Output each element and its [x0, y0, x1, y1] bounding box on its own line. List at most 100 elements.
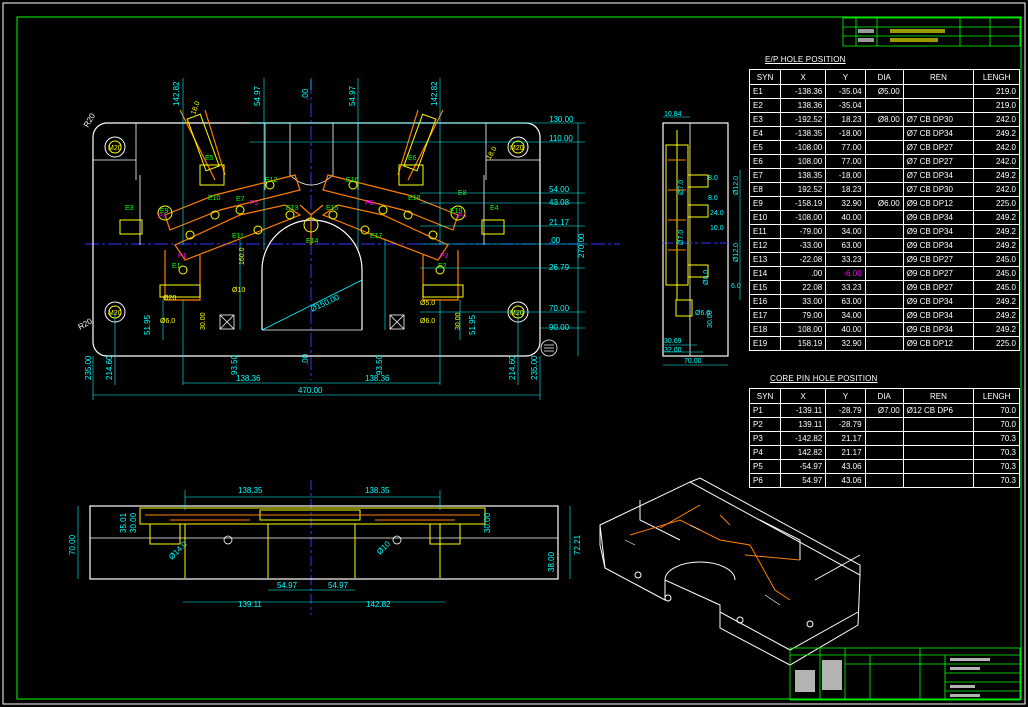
svg-text:214.60: 214.60: [105, 355, 114, 380]
svg-text:18.0: 18.0: [486, 146, 499, 161]
table-cell: E6: [748, 154, 782, 169]
svg-text:51.95: 51.95: [468, 314, 477, 335]
svg-text:Ø7.0: Ø7.0: [678, 180, 685, 195]
svg-text:Ø8.0: Ø8.0: [703, 270, 710, 285]
table-cell: [864, 280, 904, 295]
table-cell: 34.00: [825, 308, 866, 323]
ep-header-ren: REN: [902, 69, 975, 85]
table-cell: 70.3: [973, 473, 1020, 488]
svg-text:138.36: 138.36: [236, 374, 261, 383]
table-cell: [864, 294, 904, 309]
table-cell: Ø12 CB DP6: [902, 403, 975, 418]
table-cell: [864, 308, 904, 323]
svg-text:E5: E5: [205, 155, 214, 162]
table-cell: -192.52: [780, 112, 827, 127]
svg-text:10.84: 10.84: [664, 111, 682, 118]
table-cell: Ø8.00: [864, 112, 904, 127]
table-cell: -79.00: [780, 224, 827, 239]
table-cell: E10: [748, 210, 782, 225]
table-cell: -54.97: [780, 459, 827, 474]
table-cell: 63.00: [825, 294, 866, 309]
table-cell: Ø9 CB DP12: [902, 336, 975, 351]
svg-text:P1: P1: [178, 253, 187, 260]
svg-text:38.00: 38.00: [547, 551, 556, 572]
table-cell: 33.00: [780, 294, 827, 309]
isometric-view: [599, 477, 861, 666]
svg-text:30.00: 30.00: [483, 512, 492, 533]
table-cell: 249.2: [973, 168, 1020, 183]
table-cell: Ø7 CB DP30: [902, 112, 975, 127]
table-cell: 242.0: [973, 112, 1020, 127]
svg-text:160.0: 160.0: [239, 247, 246, 265]
table-cell: 138.35: [780, 168, 827, 183]
table-cell: [902, 431, 975, 446]
table-cell: Ø9 CB DP34: [902, 322, 975, 337]
svg-text:54.97: 54.97: [253, 85, 262, 106]
table-cell: Ø9 CB DP34: [902, 308, 975, 323]
table-cell: [864, 238, 904, 253]
table-cell: E7: [748, 168, 782, 183]
svg-text:35.01: 35.01: [119, 512, 128, 533]
table-cell: Ø7 CB DP27: [902, 154, 975, 169]
svg-text:.00: .00: [301, 353, 310, 365]
table-cell: 245.0: [973, 266, 1020, 281]
svg-text:72.21: 72.21: [573, 534, 582, 555]
table-cell: E2: [748, 98, 782, 113]
svg-text:138.36: 138.36: [365, 374, 390, 383]
table-cell: 33.23: [825, 280, 866, 295]
table-cell: [902, 417, 975, 432]
runner-network: [164, 109, 459, 301]
svg-text:E13: E13: [286, 205, 299, 212]
core-table-title: CORE PIN HOLE POSITION: [770, 374, 878, 383]
table-cell: E11: [748, 224, 782, 239]
table-cell: 70.3: [973, 459, 1020, 474]
table-cell: 219.0: [973, 84, 1020, 99]
svg-text:E2: E2: [438, 263, 447, 270]
svg-text:142.82: 142.82: [172, 81, 181, 106]
svg-text:P2: P2: [440, 253, 449, 260]
table-cell: 33.23: [825, 252, 866, 267]
svg-text:E14: E14: [306, 238, 319, 245]
svg-text:8.0: 8.0: [708, 195, 718, 202]
ep-header-dia: DIA: [864, 69, 904, 85]
svg-text:Ø6.0: Ø6.0: [420, 318, 435, 325]
table-cell: 242.0: [973, 182, 1020, 197]
table-cell: -18.00: [825, 126, 866, 141]
table-cell: -158.19: [780, 196, 827, 211]
table-cell: .00: [780, 266, 827, 281]
svg-text:E9: E9: [160, 208, 169, 215]
table-cell: Ø6.00: [864, 196, 904, 211]
svg-text:Ø5.0: Ø5.0: [420, 300, 435, 307]
svg-text:235.00: 235.00: [530, 355, 539, 380]
table-cell: 32.90: [825, 196, 866, 211]
ep-header-y: Y: [825, 69, 866, 85]
table-cell: Ø7 CB DP30: [902, 182, 975, 197]
front-view: 138.35 138.35 70.00 35.01 30.00 Ø14.0 30…: [68, 480, 582, 615]
svg-text:18.0: 18.0: [190, 100, 201, 115]
table-cell: [864, 431, 904, 446]
svg-text:93.50: 93.50: [230, 354, 239, 375]
ep-header-lengh: LENGH: [973, 69, 1020, 85]
table-cell: 249.2: [973, 126, 1020, 141]
svg-text:54.00: 54.00: [549, 185, 570, 194]
table-cell: [864, 336, 904, 351]
svg-text:Ø12.0: Ø12.0: [733, 243, 740, 262]
table-cell: 32.90: [825, 336, 866, 351]
table-cell: 70.0: [973, 403, 1020, 418]
svg-text:235.00: 235.00: [84, 355, 93, 380]
table-cell: 77.00: [825, 140, 866, 155]
table-cell: P3: [748, 431, 782, 446]
table-cell: -18.00: [825, 168, 866, 183]
table-cell: E14: [748, 266, 782, 281]
svg-text:E6: E6: [408, 155, 417, 162]
plan-dimensions: [92, 78, 585, 400]
